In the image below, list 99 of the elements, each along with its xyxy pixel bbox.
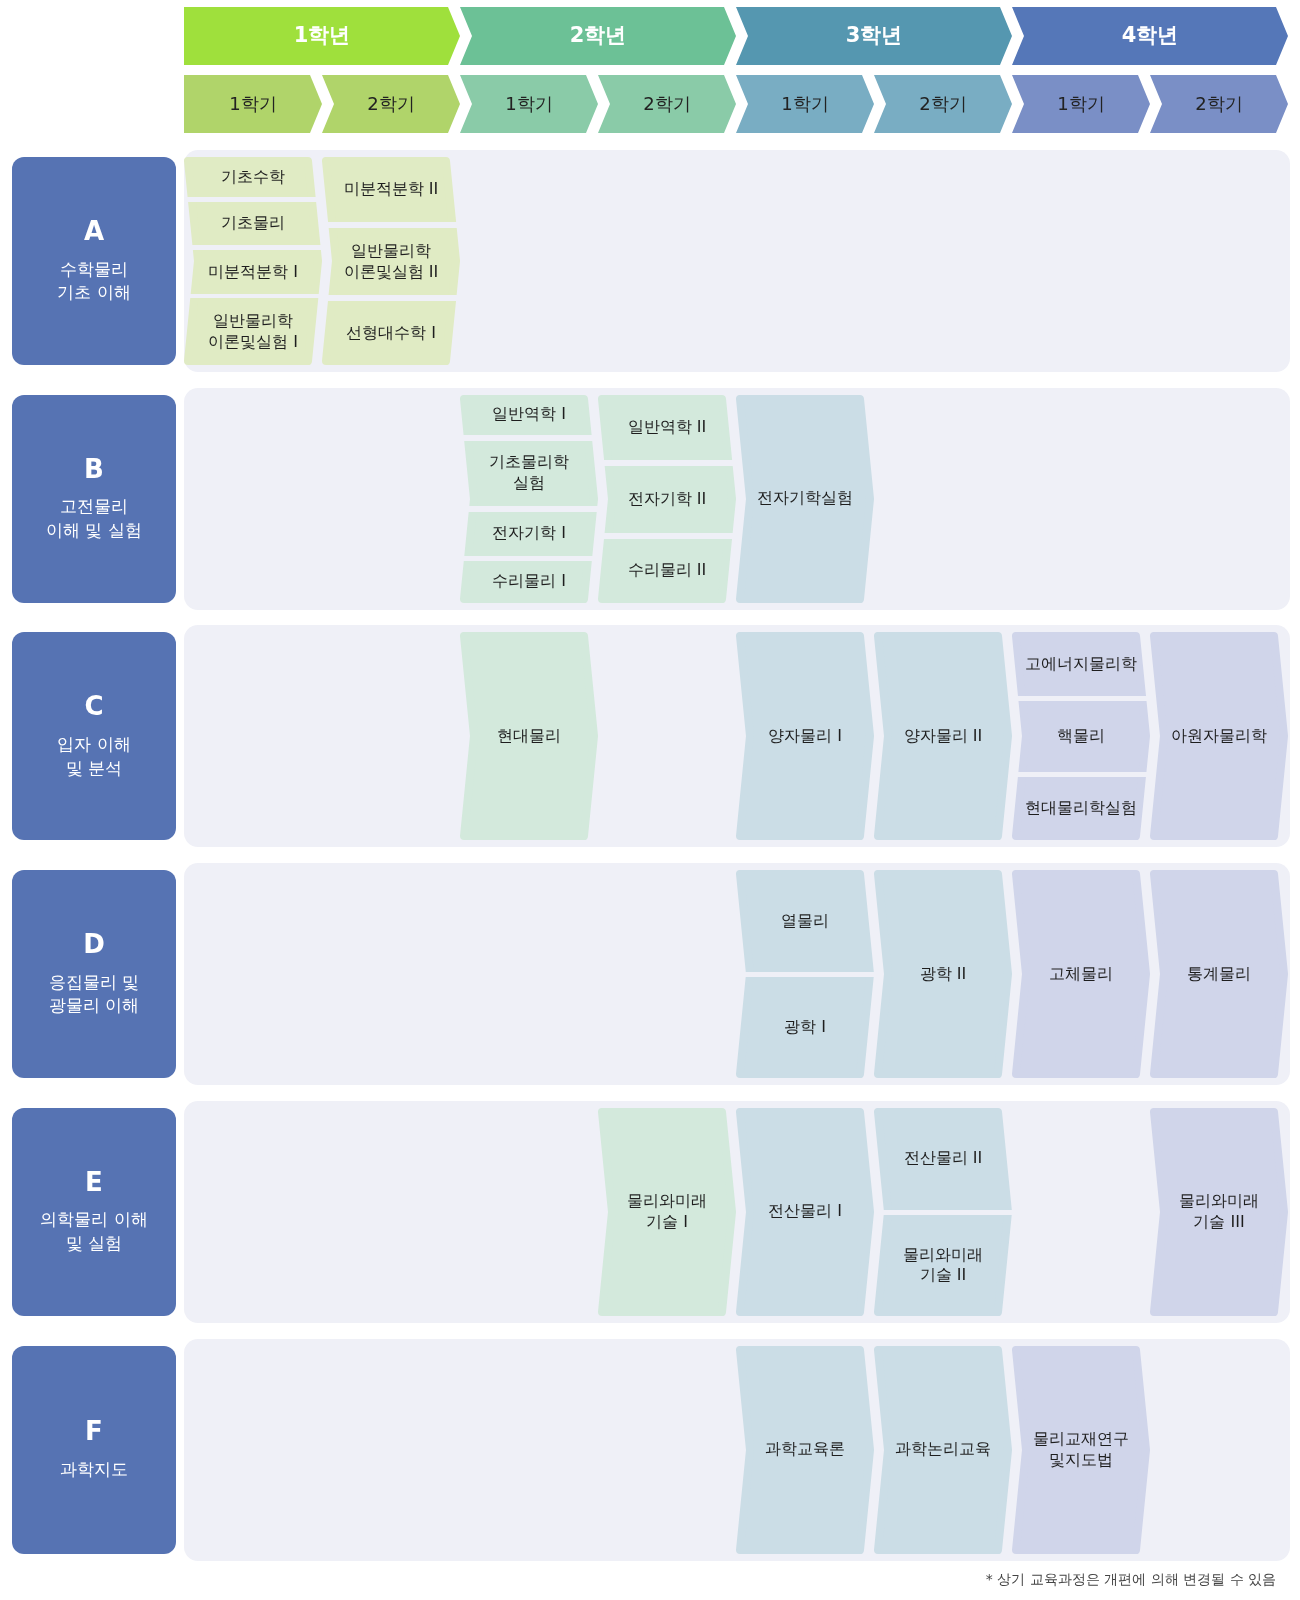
track-band — [184, 387, 1290, 610]
semester-header — [1150, 75, 1288, 133]
course-card — [1150, 1107, 1288, 1316]
track-title: 수학물리 기초 이해 — [57, 257, 131, 305]
semester-label: 2학기 — [367, 92, 415, 116]
course-name: 양자물리 II — [903, 726, 983, 747]
semester-label: 2학기 — [1195, 92, 1243, 116]
track-letter: B — [84, 454, 104, 484]
track-title: 과학지도 — [60, 1457, 128, 1481]
course-card — [736, 394, 874, 603]
semester-label: 1학기 — [781, 92, 829, 116]
track-letter: A — [83, 216, 105, 246]
semester-label: 1학기 — [1057, 92, 1105, 116]
track-card — [12, 1107, 176, 1316]
course-name: 기초물리 — [221, 213, 285, 234]
track-letter: E — [85, 1167, 103, 1197]
course-name: 물리교재연구 및지도법 — [1033, 1428, 1129, 1471]
course-name: 핵물리 — [1057, 726, 1105, 748]
course-card — [1012, 870, 1150, 1079]
semester-header — [460, 75, 598, 133]
course-name: 수리물리 II — [627, 560, 707, 582]
course-name: 미분적분학 I — [208, 261, 298, 283]
course-name: 과학논리교육 — [895, 1439, 991, 1460]
track-band — [184, 625, 1290, 848]
course-name: 기초물리학 실험 — [489, 452, 569, 494]
semester-header — [184, 75, 322, 133]
course-name: 전자기학 II — [627, 488, 707, 510]
track-title: 의학물리 이해 및 실험 — [40, 1208, 148, 1256]
track-band — [184, 150, 1290, 372]
course-card — [874, 632, 1012, 841]
track-card — [12, 870, 176, 1079]
course-name: 고체물리 — [1049, 963, 1113, 985]
course-name: 물리와미래 기술 II — [903, 1244, 983, 1287]
course-name: 일반역학 II — [627, 416, 707, 438]
semester-header — [322, 75, 460, 133]
year-header — [184, 7, 460, 65]
course-name: 미분적분학 II — [343, 179, 439, 200]
course-name: 아원자물리학 — [1171, 726, 1267, 747]
track-card — [12, 394, 176, 603]
course-name: 열물리 — [781, 910, 829, 932]
track-title: 고전물리 이해 및 실험 — [46, 495, 142, 542]
semester-header — [1012, 75, 1150, 133]
year-label: 3학년 — [845, 22, 903, 50]
semester-header — [874, 75, 1012, 133]
course-card — [874, 1345, 1012, 1554]
course-name: 전자기학실험 — [757, 488, 853, 510]
track-title: 응집물리 및 광물리 이해 — [48, 970, 140, 1018]
year-label: 2학년 — [569, 22, 627, 50]
track-card — [12, 157, 176, 365]
year-header — [1012, 7, 1288, 65]
course-card — [598, 1107, 736, 1316]
year-header — [736, 7, 1012, 65]
course-name: 수리물리 I — [492, 571, 566, 593]
course-card — [874, 1214, 1012, 1316]
course-name: 전산물리 II — [903, 1148, 983, 1170]
semester-label: 2학기 — [919, 92, 967, 116]
course-card — [1150, 870, 1288, 1079]
track-band — [184, 1100, 1290, 1323]
course-card — [736, 1345, 874, 1554]
track-letter: D — [83, 930, 105, 959]
track-card — [12, 1345, 176, 1554]
semester-header — [598, 75, 736, 133]
course-name: 현대물리학실험 — [1025, 798, 1137, 820]
year-label: 1학년 — [293, 22, 351, 50]
course-name: 과학교육론 — [765, 1439, 845, 1460]
track-card — [12, 632, 176, 841]
semester-label: 1학기 — [505, 92, 553, 116]
semester-header — [736, 75, 874, 133]
track-band — [184, 863, 1290, 1086]
track-letter: C — [84, 692, 104, 721]
course-name: 양자물리 I — [768, 726, 842, 747]
course-name: 광학 II — [919, 963, 967, 985]
course-name: 일반물리학 이론및실험 I — [208, 310, 298, 353]
year-header — [460, 7, 736, 65]
course-name: 현대물리 — [497, 726, 561, 747]
footnote: * 상기 교육과정은 개편에 의해 변경될 수 있음 — [985, 1571, 1276, 1589]
course-name: 일반역학 I — [492, 404, 566, 426]
course-name: 일반물리학 이론및실험 II — [343, 240, 439, 283]
course-card — [874, 1107, 1012, 1210]
semester-label: 2학기 — [643, 92, 691, 116]
course-card — [1012, 1345, 1150, 1554]
course-name: 물리와미래 기술 I — [627, 1191, 707, 1233]
track-title: 입자 이해 및 분석 — [57, 732, 131, 780]
year-label: 4학년 — [1121, 22, 1179, 50]
course-card — [736, 632, 874, 841]
course-name: 전산물리 I — [768, 1201, 842, 1223]
course-name: 기초수학 — [221, 166, 285, 188]
track-letter: F — [85, 1417, 103, 1446]
course-card — [460, 632, 598, 841]
track-band — [184, 1338, 1290, 1561]
course-name: 광학 I — [784, 1017, 826, 1038]
course-name: 통계물리 — [1187, 963, 1251, 985]
course-card — [736, 977, 874, 1079]
course-name: 선형대수학 I — [346, 322, 436, 344]
course-name: 전자기학 I — [492, 523, 566, 545]
course-name: 물리와미래 기술 III — [1179, 1191, 1259, 1233]
course-card — [736, 870, 874, 973]
semester-label: 1학기 — [229, 92, 277, 116]
course-name: 고에너지물리학 — [1025, 654, 1137, 675]
